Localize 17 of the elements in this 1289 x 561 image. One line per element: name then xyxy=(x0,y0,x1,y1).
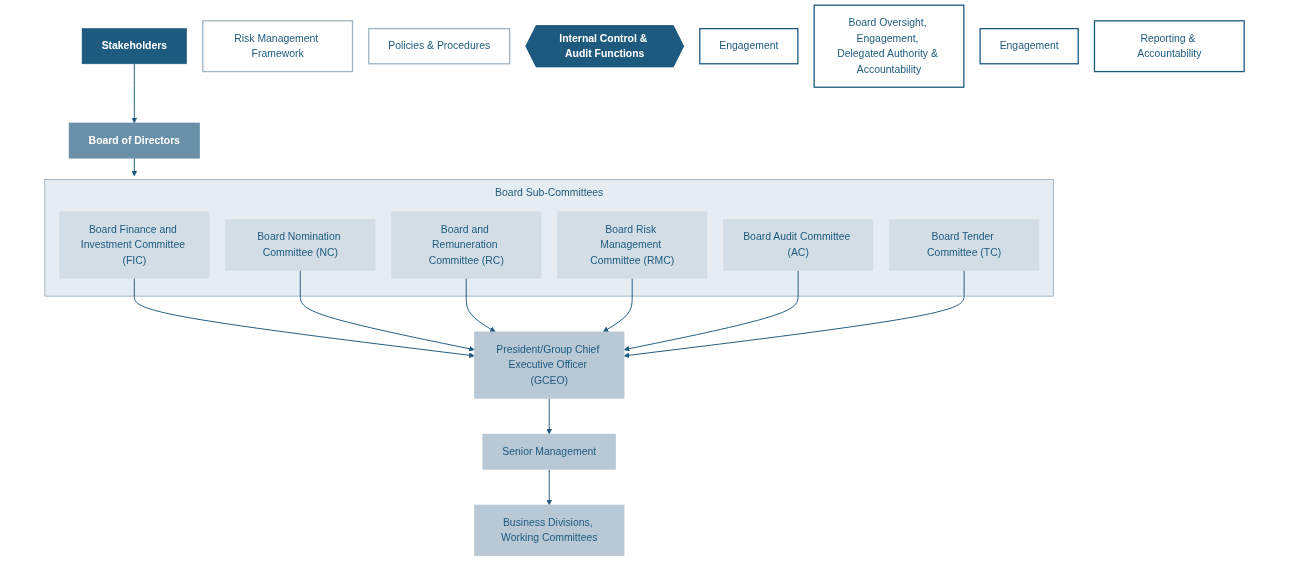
node-box: Business Divisions, Working Committees xyxy=(474,504,625,557)
node-box: Board Risk Management Committee (RMC) xyxy=(557,211,708,279)
node-box: Senior Management xyxy=(482,433,616,470)
node-box: Engagement xyxy=(979,28,1079,65)
node-box: Board Tender Committee (TC) xyxy=(888,219,1040,271)
node-box: Risk Management Framework xyxy=(202,20,354,73)
node-box: Board Nomination Committee (NC) xyxy=(225,219,376,271)
node-box: President/Group Chief Executive Officer (GCEO) xyxy=(474,331,625,399)
node-box: Policies & Procedures xyxy=(368,28,511,65)
node-box: Board Oversight, Engagement, Delegated Authority & Accountability xyxy=(813,4,965,88)
node-box: Stakeholders xyxy=(81,28,187,65)
node-box: Reporting & Accountability xyxy=(1093,20,1245,73)
node-box: Board and Remuneration Committee (RC) xyxy=(391,211,542,279)
node-box: Engagement xyxy=(699,28,799,65)
node-box: Board Audit Committee (AC) xyxy=(723,219,874,271)
node-box: Board of Directors xyxy=(68,122,200,159)
node-box: Board Finance and Investment Committee (FIC) xyxy=(59,211,210,279)
